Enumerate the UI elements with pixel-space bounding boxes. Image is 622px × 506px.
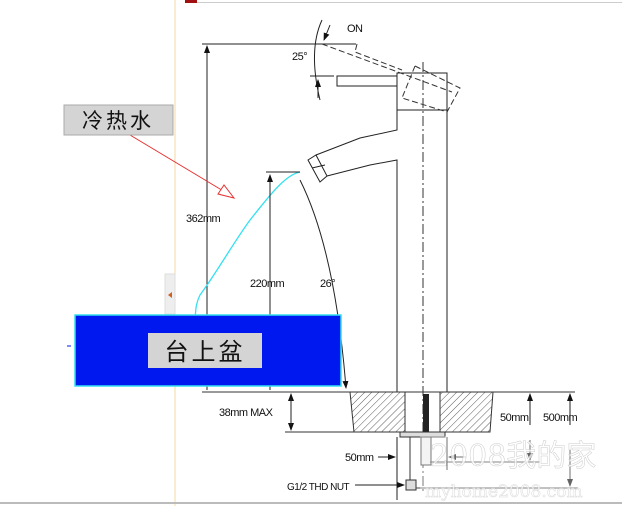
- deck-thickness-label: 38mm MAX: [219, 407, 274, 419]
- hose-length-label: 500mm: [543, 412, 578, 424]
- corner-marker: [185, 0, 197, 3]
- nut-label: G1/2 THD NUT: [287, 482, 350, 493]
- spout-angle-label: 26°: [320, 278, 335, 290]
- handle-lever: [336, 75, 398, 87]
- mounting-nut: [420, 436, 432, 466]
- hot-cold-water-label: 冷热水: [82, 109, 154, 133]
- spout-height-label: 220mm: [250, 278, 285, 290]
- basin-label: 台上盆: [165, 338, 246, 366]
- callout-arrow: [129, 134, 226, 193]
- basin-label-box: [148, 333, 262, 368]
- shank-length-label: 50mm: [500, 412, 529, 424]
- spout-angle-arc: [299, 179, 349, 389]
- callout-arrowhead-icon: [217, 184, 236, 199]
- watermark-line2: myhome2008.com: [425, 482, 583, 502]
- handle-angle-label: 25°: [292, 51, 307, 63]
- water-stream: [194, 171, 301, 319]
- total-height-label: 362mm: [186, 213, 221, 225]
- watermark-line1: 2008我的家: [430, 439, 596, 474]
- hot-cold-water-box: [63, 104, 174, 136]
- countertop-section-left: [349, 391, 406, 433]
- hose-nut: [405, 479, 417, 491]
- countertop-section-right: [439, 391, 494, 433]
- threaded-rod: [423, 394, 429, 432]
- on-label: ON: [347, 23, 363, 35]
- faucet-body: [307, 110, 448, 392]
- pipe-width-label: 50mm: [345, 452, 374, 464]
- side-tab-arrow-icon[interactable]: [168, 292, 172, 298]
